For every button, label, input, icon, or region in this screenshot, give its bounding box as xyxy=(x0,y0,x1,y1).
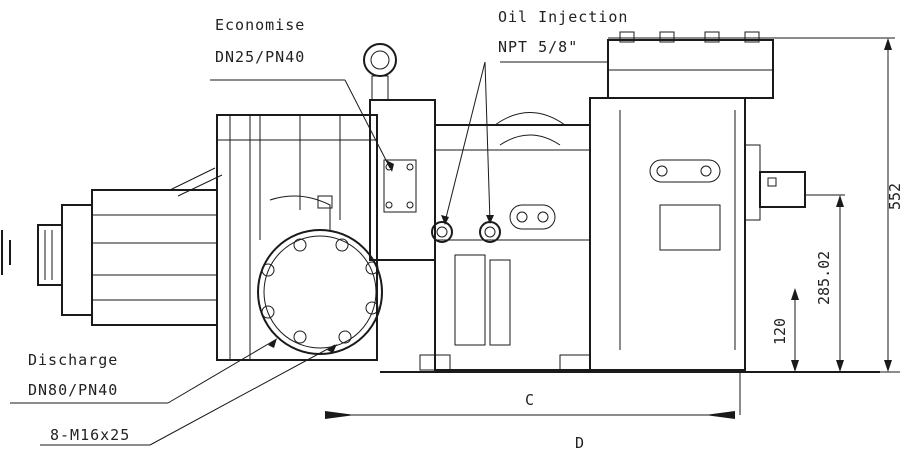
oil-injection-port-1 xyxy=(431,221,453,243)
drive-shaft xyxy=(759,171,806,208)
economiser-label: Economise xyxy=(215,16,305,34)
dim-120: 120 xyxy=(771,318,789,345)
dim-c: C xyxy=(525,391,534,409)
gear-housing xyxy=(589,31,806,371)
discharge-housing xyxy=(216,114,378,361)
leader-lines xyxy=(10,61,608,446)
dim-285: 285.02 xyxy=(815,251,833,305)
discharge-size-label: DN80/PN40 xyxy=(28,381,118,399)
vertical-dimensions xyxy=(608,37,900,373)
rotor-housing xyxy=(419,112,591,371)
economiser-size-label: DN25/PN40 xyxy=(215,48,305,66)
dim-552: 552 xyxy=(886,183,904,210)
oil-injection-size-label: NPT 5/8" xyxy=(498,38,578,56)
dim-d: D xyxy=(575,434,584,452)
discharge-label: Discharge xyxy=(28,351,118,369)
economiser-block xyxy=(363,43,436,261)
horizontal-dimensions xyxy=(325,372,741,419)
lifting-eye xyxy=(363,43,397,77)
bolt-spec-label: 8-M16x25 xyxy=(50,426,130,444)
left-motor xyxy=(1,167,223,326)
discharge-flange xyxy=(257,229,383,355)
oil-injection-label: Oil Injection xyxy=(498,8,628,26)
oil-injection-port-2 xyxy=(479,221,501,243)
